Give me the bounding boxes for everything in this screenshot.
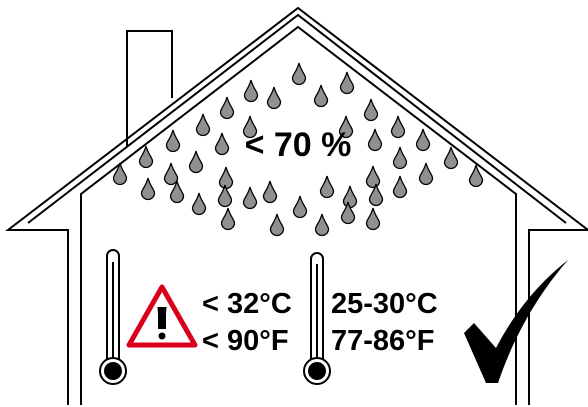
water-drop-icon xyxy=(114,163,127,185)
warning-fahrenheit: < 90°F xyxy=(202,325,289,357)
water-drop-icon xyxy=(216,133,229,155)
water-drop-icon xyxy=(420,163,433,185)
water-drop-icon xyxy=(165,163,178,185)
water-drop-icon xyxy=(369,129,382,151)
thermometer-left-icon xyxy=(100,250,126,384)
water-drop-icon xyxy=(367,208,380,230)
water-drop-icon xyxy=(167,130,180,152)
water-drop-icon xyxy=(470,165,483,187)
water-drop-icon xyxy=(367,166,380,188)
water-drop-icon xyxy=(271,214,284,236)
warning-triangle-icon xyxy=(129,287,195,345)
water-drop-icon xyxy=(394,176,407,198)
water-drop-icon xyxy=(316,214,329,236)
water-drop-icon xyxy=(445,147,458,169)
humidity-label: < 70 % xyxy=(245,126,352,164)
water-drop-icon xyxy=(315,85,328,107)
water-drop-icon xyxy=(394,147,407,169)
water-drop-icon xyxy=(190,151,203,173)
water-drop-icon xyxy=(221,97,234,119)
water-drop-icon xyxy=(245,80,258,102)
ideal-fahrenheit: 77-86°F xyxy=(331,325,434,357)
inner-roof xyxy=(28,15,566,223)
water-drop-icon xyxy=(220,167,233,189)
water-drop-icon xyxy=(294,196,307,218)
water-drop-icon xyxy=(344,186,357,208)
water-drop-icon xyxy=(365,99,378,121)
thermometer-right-icon xyxy=(304,253,330,384)
water-drop-icon xyxy=(392,116,405,138)
water-drop-icon xyxy=(197,114,210,136)
water-drop-icon xyxy=(321,176,334,198)
water-drop-icon xyxy=(244,187,257,209)
warning-celsius: < 32°C xyxy=(202,288,292,320)
water-drop-icon xyxy=(293,63,306,85)
water-drop-icon xyxy=(268,87,281,109)
ideal-celsius: 25-30°C xyxy=(331,288,438,320)
water-drop-icon xyxy=(417,129,430,151)
water-drop-icon xyxy=(140,146,153,168)
water-drop-icon xyxy=(222,208,235,230)
water-drop-icon xyxy=(264,181,277,203)
water-drop-icon xyxy=(193,193,206,215)
water-drop-icon xyxy=(142,178,155,200)
water-drop-icon xyxy=(341,72,354,94)
